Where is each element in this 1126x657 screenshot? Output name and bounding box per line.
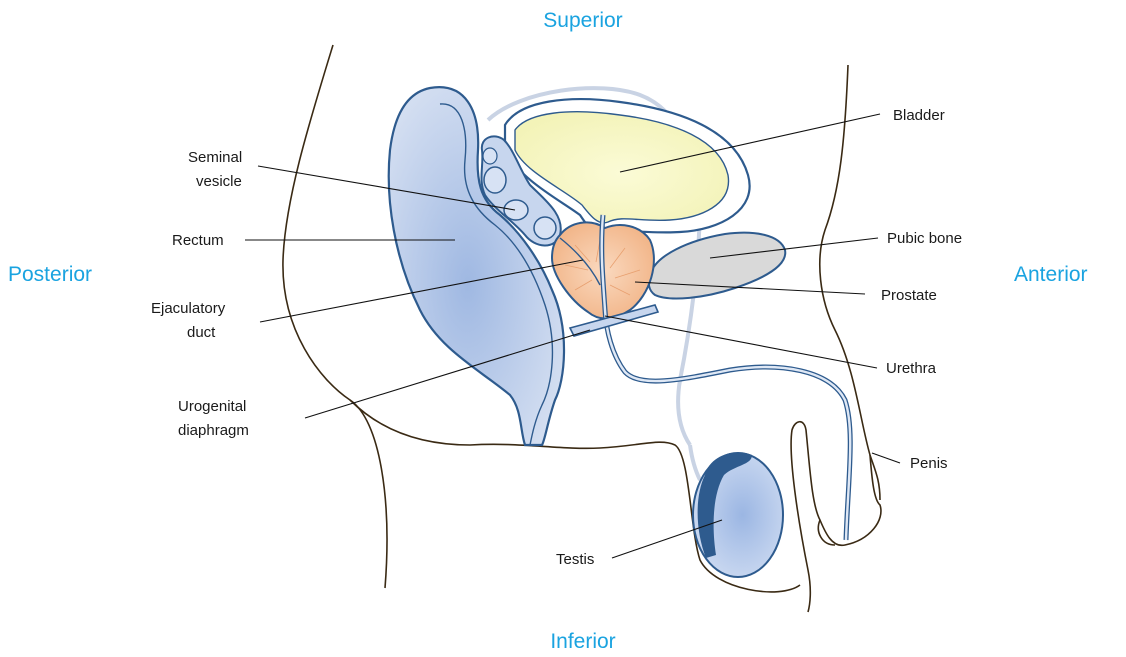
label-ejaculatory-duct-1: Ejaculatory [151, 300, 226, 317]
label-urethra: Urethra [886, 360, 937, 377]
label-urogenital-diaphragm-1: Urogenital [178, 398, 246, 415]
direction-inferior: Inferior [550, 630, 615, 653]
body-outline-posterior [283, 45, 387, 588]
label-urogenital-diaphragm-2: diaphragm [178, 422, 249, 439]
label-prostate: Prostate [881, 287, 937, 304]
direction-posterior: Posterior [8, 263, 92, 286]
direction-anterior: Anterior [1014, 263, 1088, 286]
label-bladder: Bladder [893, 107, 945, 124]
label-seminal-vesicle-2: vesicle [196, 173, 242, 190]
label-rectum: Rectum [172, 232, 224, 249]
testis [693, 452, 783, 577]
label-ejaculatory-duct-2: duct [187, 324, 216, 341]
leader-urethra [605, 316, 877, 368]
leader-penis [872, 453, 900, 463]
label-pubic-bone: Pubic bone [887, 230, 962, 247]
label-seminal-vesicle-1: Seminal [188, 149, 242, 166]
direction-superior: Superior [543, 9, 622, 32]
spermatic-cord [690, 445, 700, 480]
penis-outline [791, 422, 881, 612]
label-penis: Penis [910, 455, 948, 472]
label-testis: Testis [556, 551, 594, 568]
